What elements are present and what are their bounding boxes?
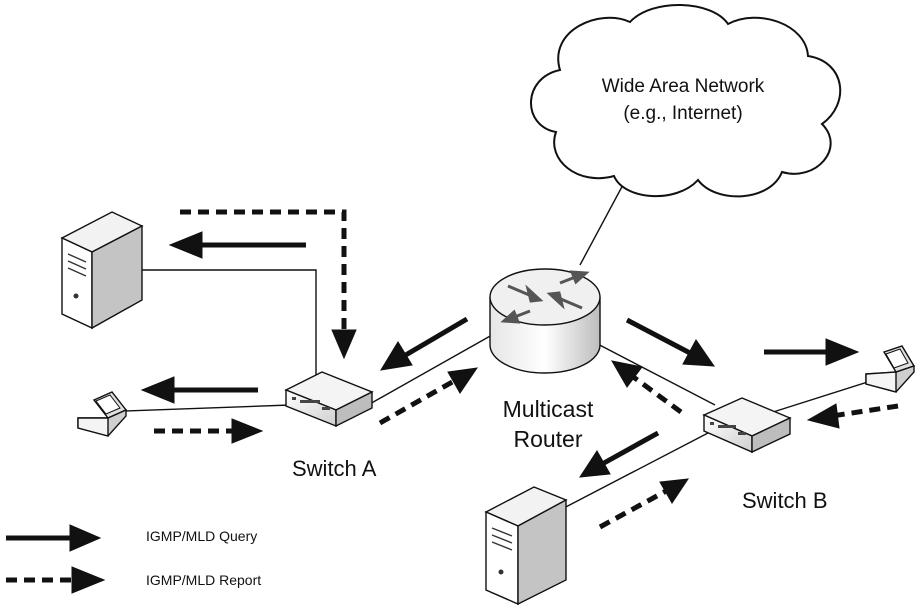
router-icon (489, 268, 601, 374)
legend-report-glyph (6, 566, 106, 594)
legend-query-label: IGMP/MLD Query (146, 528, 258, 544)
connection-lines (124, 167, 875, 511)
report-arrow (598, 478, 690, 530)
laptop-icon (865, 345, 916, 393)
laptop-icon (77, 391, 128, 437)
router-label: Multicast Router (488, 394, 608, 454)
report-arrow (806, 403, 899, 429)
switch-icon (284, 371, 374, 428)
wan-label: Wide Area Network (e.g., Internet) (578, 73, 788, 127)
report-arrow (611, 360, 683, 415)
legend (6, 524, 106, 594)
switch-b-label: Switch B (742, 488, 828, 513)
query-arrow (168, 231, 306, 259)
link-switch-a-router (367, 334, 493, 406)
router-label-line2: Router (513, 426, 583, 452)
report-arrows (154, 209, 899, 530)
query-arrow (579, 430, 660, 478)
link-laptop-a-switch-a (124, 404, 291, 412)
server-icon (60, 211, 144, 330)
switch-icon (702, 397, 792, 454)
router-label-line1: Multicast (502, 396, 594, 422)
query-arrow (625, 317, 715, 367)
legend-report-label: IGMP/MLD Report (146, 572, 262, 588)
link-server-a-switch-a (140, 269, 317, 385)
wan-label-line2: (e.g., Internet) (623, 103, 743, 124)
report-arrow (180, 209, 357, 360)
switch-a-label: Switch A (292, 456, 377, 481)
report-arrow (154, 418, 264, 444)
link-router-switch-b (589, 339, 716, 406)
query-arrow (380, 316, 469, 371)
link-switch-b-laptop-b (769, 379, 875, 414)
legend-query-glyph (6, 524, 102, 552)
wan-label-line1: Wide Area Network (601, 76, 765, 97)
query-arrow (764, 338, 860, 366)
query-arrow (140, 376, 258, 404)
report-arrow (378, 367, 479, 426)
server-icon (484, 486, 568, 606)
cloud-icon (530, 4, 842, 198)
query-arrows (140, 231, 860, 478)
link-server-b-switch-b (559, 432, 709, 511)
